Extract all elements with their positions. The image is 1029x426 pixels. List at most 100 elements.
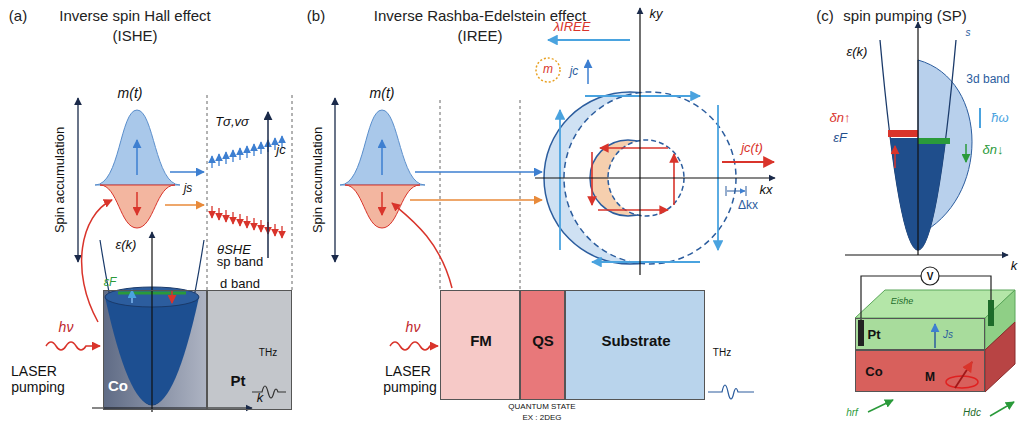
panel-c-art xyxy=(985,322,1015,392)
panel-b-art xyxy=(727,191,745,192)
panel-a-art xyxy=(218,154,219,166)
panel-a-art xyxy=(232,212,233,224)
panel-a-art xyxy=(225,152,226,164)
figure-label: Spin accumulation xyxy=(311,127,325,233)
figure-label: δn↓ xyxy=(983,143,1004,157)
panel-a-art xyxy=(211,206,212,218)
panel-b-art xyxy=(600,147,668,149)
panel-a-art xyxy=(46,95,292,412)
panel-b-art xyxy=(536,58,560,82)
panel-a-art xyxy=(253,144,254,156)
panel-a-art xyxy=(136,140,138,175)
panel-a-art xyxy=(82,200,112,322)
panel-b-art xyxy=(440,100,441,290)
panel-c-art xyxy=(955,362,972,388)
figure-label: M xyxy=(925,371,935,384)
panel-c-art xyxy=(845,22,1015,416)
panel-b-art xyxy=(334,98,335,262)
figure-label: (b) xyxy=(307,8,325,25)
panel-c-art xyxy=(858,320,864,346)
figure-label: δn↑ xyxy=(830,111,851,125)
panel-c-art xyxy=(855,318,985,350)
panel-c-art xyxy=(888,130,918,137)
panel-a-art xyxy=(292,95,293,290)
figure-label: k xyxy=(257,391,264,405)
panel-a-art xyxy=(95,110,180,185)
panel-b-art xyxy=(548,39,630,41)
layer-label: FM xyxy=(470,333,492,350)
figure-label: pumping xyxy=(383,380,437,395)
panel-b-art xyxy=(345,185,420,228)
panel-c-art xyxy=(917,22,918,255)
panel-b-art xyxy=(722,161,774,163)
figure-label: kx xyxy=(760,183,773,197)
figure-label: hrf xyxy=(846,407,858,418)
figure-label: THz xyxy=(259,347,277,358)
panel-c-art xyxy=(861,276,921,320)
figure-label: Tσ,vσ xyxy=(215,115,249,129)
panel-a-art xyxy=(239,148,240,160)
panel-b-art xyxy=(548,40,718,262)
figure-label: LASER xyxy=(385,364,431,379)
panel-c-art xyxy=(988,300,994,326)
layer-box: Substrate xyxy=(565,290,705,400)
figure-label: jc xyxy=(276,143,285,157)
panel-a-art xyxy=(136,192,138,215)
figure-label: sp band xyxy=(217,255,263,269)
figure-label: ε(k) xyxy=(847,45,868,59)
panel-b-art xyxy=(381,140,383,175)
layer-box: Pt xyxy=(207,290,292,410)
figure-label: d band xyxy=(220,277,260,291)
figure-label: Δkx xyxy=(738,199,758,212)
figure-label: (a) xyxy=(9,8,27,25)
panel-a-art xyxy=(165,204,204,206)
panel-a-art xyxy=(246,216,247,228)
panel-c-art xyxy=(894,146,896,168)
panel-a-art xyxy=(274,138,275,150)
layer-box: Co xyxy=(855,350,985,392)
figure-label: m(t) xyxy=(118,86,143,101)
layer-label: QS xyxy=(532,333,554,350)
figure-label: s xyxy=(966,27,971,38)
panel-b-art xyxy=(726,186,727,196)
panel-a-art xyxy=(218,208,219,220)
panel-a-art xyxy=(100,185,175,228)
layer-label: Pt xyxy=(868,328,881,342)
panel-b-art xyxy=(746,186,747,196)
figure-label: (IREE) xyxy=(458,28,503,45)
figure-label: λIREE xyxy=(554,20,591,34)
panel-c-art xyxy=(845,254,1008,255)
panel-a-art xyxy=(151,232,152,412)
figure-label: LASER xyxy=(11,364,57,379)
figure-label: k xyxy=(1011,259,1018,273)
figure-label: Inverse spin Hall effect xyxy=(59,8,210,25)
panel-a-art xyxy=(211,156,212,168)
figure-label: εF xyxy=(833,131,847,145)
figure-label: 3d band xyxy=(966,73,1009,86)
panel-a-art xyxy=(207,290,292,410)
figure-label: EX : 2DEG xyxy=(522,414,561,423)
panel-c-art xyxy=(965,144,967,162)
layer-label: Pt xyxy=(231,373,246,390)
panel-a-art xyxy=(170,171,204,173)
panel-a-art xyxy=(212,136,282,238)
panel-b-art xyxy=(598,209,668,211)
figure-label: ky xyxy=(650,7,663,21)
figure-label: Eishe xyxy=(891,297,914,307)
figure-label: spin pumping (SP) xyxy=(843,8,966,25)
panel-b-art xyxy=(340,110,425,185)
layer-box: Pt xyxy=(855,318,985,350)
panel-b-art xyxy=(390,342,438,350)
figure-label: V xyxy=(927,271,934,282)
figure-label: m xyxy=(543,63,553,76)
panel-c-art xyxy=(868,400,893,412)
panel-a-art xyxy=(92,407,252,408)
panel-b-art xyxy=(592,261,700,263)
figure-label: js xyxy=(184,182,193,195)
layer-label: Co xyxy=(108,378,128,395)
panel-a-art xyxy=(281,226,282,238)
panel-c-art xyxy=(921,267,939,285)
panel-a-art xyxy=(131,290,133,303)
panel-b-art xyxy=(415,171,542,173)
